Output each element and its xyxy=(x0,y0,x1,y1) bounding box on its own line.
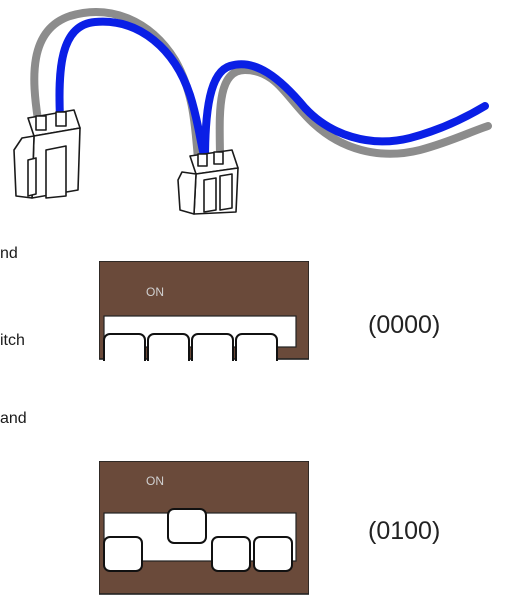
dip-on-label: ON xyxy=(146,285,164,299)
dip-on-label: ON xyxy=(146,474,164,488)
dip-lever-1 xyxy=(103,536,143,572)
dip-lever-3 xyxy=(191,333,234,361)
dip-lever-4 xyxy=(235,333,278,361)
cable-with-connectors-icon xyxy=(13,8,492,215)
text-fragment-2: itch xyxy=(0,332,25,349)
dip-lever-1 xyxy=(103,333,146,361)
dip-lever-2 xyxy=(147,333,190,361)
dip-switch-graphic: ON xyxy=(99,261,309,361)
dip-switch-0000: ON (0000) xyxy=(0,261,518,361)
dip-code-label: (0100) xyxy=(368,517,441,545)
dip-lever-4 xyxy=(253,536,293,572)
dip-lever-3 xyxy=(211,536,251,572)
dip-switch-0100: ON (0100) xyxy=(0,461,518,599)
text-fragment-3: and xyxy=(0,410,27,427)
dip-code-label: (0000) xyxy=(368,311,441,339)
text-fragment-1: nd xyxy=(0,245,18,262)
dip-switch-levers xyxy=(103,508,293,572)
dip-lever-2 xyxy=(167,508,207,544)
dip-switch-levers xyxy=(103,333,278,361)
dip-switch-graphic: ON xyxy=(99,461,309,595)
